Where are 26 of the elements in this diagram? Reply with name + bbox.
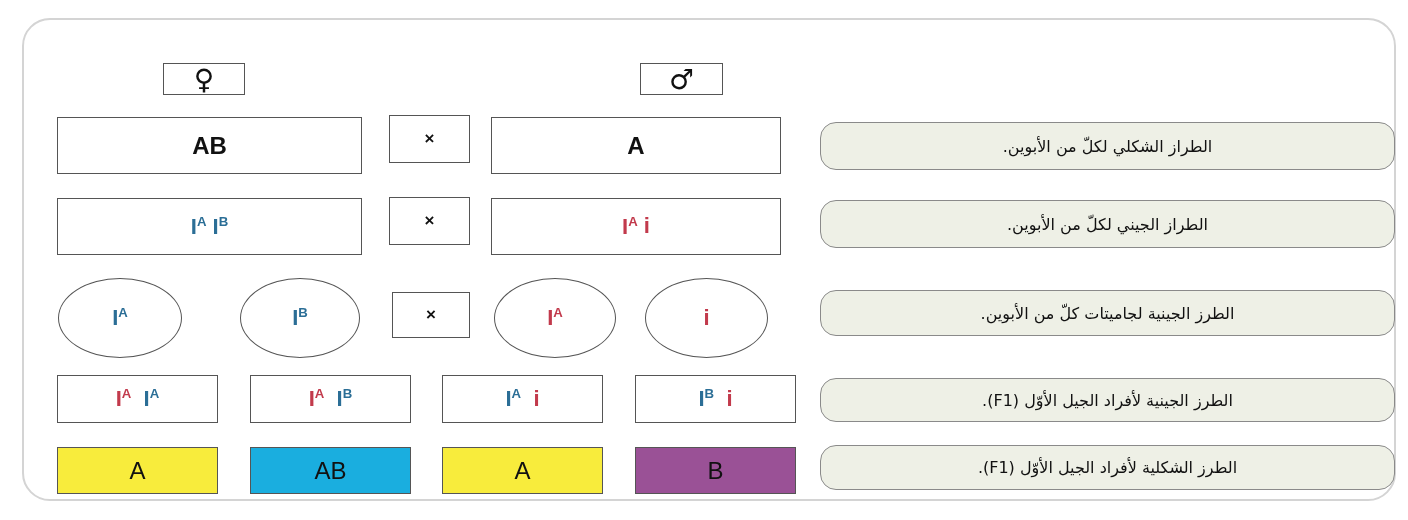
genotype-box: I$^{A}$ I$^{B}$ bbox=[250, 375, 411, 423]
genotype-box: I$^{A}$ I$^{A}$ bbox=[57, 375, 218, 423]
row-label: الطراز الجيني لكلّ من الأبوين. bbox=[820, 200, 1395, 248]
symbol-box: ♀ bbox=[163, 63, 245, 95]
genotype-box: I$^{A}$ I$^{B}$ bbox=[57, 198, 362, 255]
gamete-circle: I$^{A}$ bbox=[494, 278, 616, 358]
gamete-circle: i bbox=[645, 278, 768, 358]
gamete-circle: I$^{A}$ bbox=[58, 278, 182, 358]
phenotype-box: AB bbox=[57, 117, 362, 174]
phenotype-box: B bbox=[635, 447, 796, 494]
cross-box: × bbox=[389, 197, 470, 245]
phenotype-box: A bbox=[491, 117, 781, 174]
genotype-box: I$^{A}$ i bbox=[442, 375, 603, 423]
genotype-box: I$^{A}$ i bbox=[491, 198, 781, 255]
cross-box: × bbox=[392, 292, 470, 338]
cross-box: × bbox=[389, 115, 470, 163]
gamete-circle: I$^{B}$ bbox=[240, 278, 360, 358]
symbol-box: ♂ bbox=[640, 63, 723, 95]
phenotype-box: A bbox=[57, 447, 218, 494]
row-label: الطرز الجينية لأفراد الجيل الأوّل (F1). bbox=[820, 378, 1395, 422]
row-label: الطرز الشكلية لأفراد الجيل الأوّل (F1). bbox=[820, 445, 1395, 490]
phenotype-box: A bbox=[442, 447, 603, 494]
row-label: الطرز الجينية لجاميتات كلّ من الأبوين. bbox=[820, 290, 1395, 336]
genotype-box: I$^{B}$ i bbox=[635, 375, 796, 423]
row-label: الطراز الشكلي لكلّ من الأبوين. bbox=[820, 122, 1395, 170]
phenotype-box: AB bbox=[250, 447, 411, 494]
